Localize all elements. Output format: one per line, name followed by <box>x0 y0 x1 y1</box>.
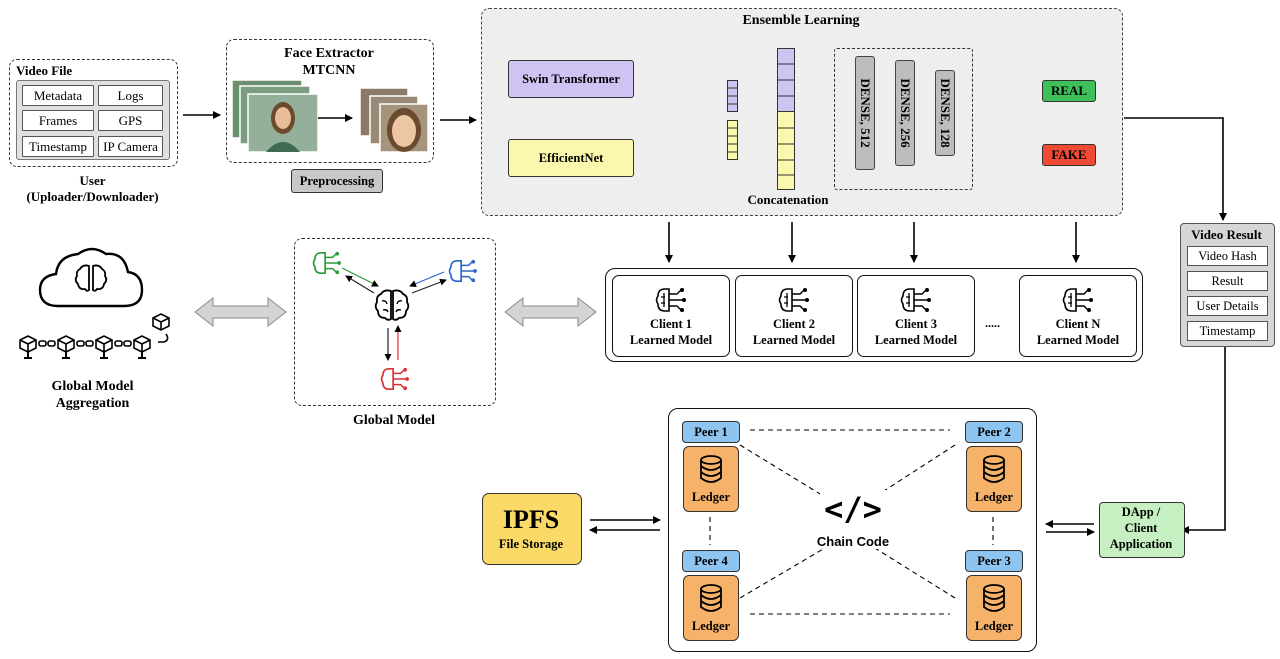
ensemble-learning-title: Ensemble Learning <box>742 13 860 28</box>
red-ai-node-icon <box>380 366 410 397</box>
dapp-line3: Application <box>1109 537 1173 551</box>
ai-brain-icon <box>778 286 810 319</box>
video-result-result: Result <box>1187 271 1268 291</box>
peer-1-ledger: Ledger <box>683 446 739 512</box>
ai-brain-icon <box>900 286 932 319</box>
blue-ai-node-icon <box>448 258 478 289</box>
dapp-box <box>1099 502 1185 558</box>
concatenation-label: Concatenation <box>747 192 829 207</box>
face-extractor-title: Face Extractor <box>284 46 374 61</box>
gm-arrow-blue-1 <box>409 271 445 287</box>
swin-feature-vector <box>727 80 738 112</box>
video-item-ip-camera: IP Camera <box>98 136 163 157</box>
aggregation-label-line2: Aggregation <box>55 396 130 411</box>
peer-2-ledger: Ledger <box>966 446 1022 512</box>
video-item-frames: Frames <box>22 110 94 131</box>
face-crops-image <box>359 87 430 156</box>
code-icon: </> <box>820 490 886 528</box>
gm-arrow-green-1 <box>341 267 379 287</box>
video-result-user-details: User Details <box>1187 296 1268 316</box>
database-icon <box>700 455 722 483</box>
video-result-title: Video Result <box>1191 227 1262 242</box>
video-item-timestamp: Timestamp <box>22 136 94 157</box>
cloud-brain-icon <box>36 244 146 319</box>
video-item-metadata: Metadata <box>22 85 94 106</box>
client-3-name: Client 3 <box>894 317 937 331</box>
green-ai-node-icon <box>312 250 342 281</box>
client-n-model: Learned Model <box>1036 333 1120 347</box>
database-icon <box>983 584 1005 612</box>
video-file-title: Video File <box>16 63 73 78</box>
preprocessing-label: Preprocessing <box>291 169 383 193</box>
aggregation-label-line1: Global Model <box>51 379 134 394</box>
gm-arrow-blue-2 <box>411 278 447 294</box>
chain-code-label: Chain Code <box>808 534 898 549</box>
blockchain-network-box <box>668 408 1037 652</box>
video-frames-image <box>231 79 319 156</box>
video-item-gps: GPS <box>98 110 163 131</box>
client-3-model: Learned Model <box>874 333 958 347</box>
efficientnet-feature-vector <box>727 120 738 160</box>
ipfs-subtitle: File Storage <box>498 537 564 551</box>
user-label: User <box>79 173 106 188</box>
video-item-logs: Logs <box>98 85 163 106</box>
client-3-card: Client 3 Learned Model <box>857 275 975 357</box>
fake-output: FAKE <box>1042 144 1096 166</box>
client-n-name: Client N <box>1055 317 1101 331</box>
arrow-ensemble-to-result <box>1124 117 1227 221</box>
efficientnet-box: EfficientNet <box>508 139 634 177</box>
blockchain-chain-icon <box>18 312 183 367</box>
database-icon <box>700 584 722 612</box>
peer-3-ledger: Ledger <box>966 575 1022 641</box>
video-file-box <box>9 59 178 167</box>
user-sublabel: (Uploader/Downloader) <box>26 189 159 204</box>
dense-128-layer: DENSE, 128 <box>935 70 955 156</box>
dapp-line2: Client <box>1124 521 1158 535</box>
global-model-box <box>294 238 496 406</box>
ai-brain-icon <box>1062 286 1094 319</box>
client-2-model: Learned Model <box>752 333 836 347</box>
peer-2-label: Peer 2 <box>965 421 1023 443</box>
client-2-card: Client 2 Learned Model <box>735 275 853 357</box>
ipfs-box <box>482 493 582 565</box>
ipfs-title: IPFS <box>502 505 560 534</box>
database-icon <box>983 455 1005 483</box>
concatenation-vector <box>777 48 795 190</box>
gm-arrow-green-2 <box>345 275 375 294</box>
client-n-card: Client N Learned Model <box>1019 275 1137 357</box>
client-2-name: Client 2 <box>772 317 815 331</box>
global-model-label: Global Model <box>352 413 436 428</box>
aggregation-double-arrow <box>194 296 287 328</box>
client-1-card: Client 1 Learned Model <box>612 275 730 357</box>
peer-4-ledger: Ledger <box>683 575 739 641</box>
arrow-result-to-dapp <box>1181 347 1226 534</box>
clients-container <box>605 268 1143 362</box>
client-1-name: Client 1 <box>649 317 692 331</box>
video-result-timestamp: Timestamp <box>1187 321 1268 341</box>
dapp-line1: DApp / <box>1121 505 1161 519</box>
ai-brain-icon <box>655 286 687 319</box>
dense-layers-box <box>834 48 973 190</box>
ensemble-learning-panel <box>481 8 1123 216</box>
peer-3-label: Peer 3 <box>965 550 1023 572</box>
clients-double-arrow <box>504 296 597 328</box>
dense-256-layer: DENSE, 256 <box>895 60 915 166</box>
real-output: REAL <box>1042 80 1096 102</box>
clients-ellipsis: ..... <box>985 316 1000 330</box>
swin-transformer-box: Swin Transformer <box>508 60 634 98</box>
face-extractor-subtitle: MTCNN <box>302 63 356 78</box>
peer-1-label: Peer 1 <box>682 421 740 443</box>
client-1-model: Learned Model <box>629 333 713 347</box>
face-extractor-box <box>226 39 434 163</box>
global-brain-icon <box>374 288 410 327</box>
video-result-hash: Video Hash <box>1187 246 1268 266</box>
dense-512-layer: DENSE, 512 <box>855 56 875 170</box>
peer-4-label: Peer 4 <box>682 550 740 572</box>
